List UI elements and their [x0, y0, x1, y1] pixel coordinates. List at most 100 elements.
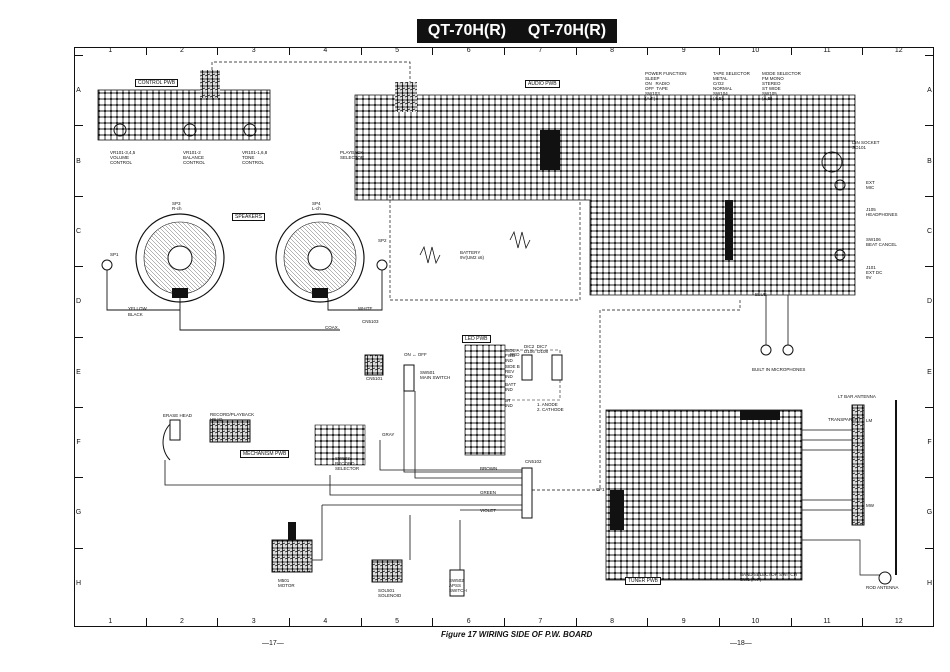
sp2-label: SP2: [378, 238, 387, 243]
row-left-a: A: [74, 55, 83, 125]
mic-wiring: [765, 295, 789, 345]
audio-pwb-board: [354, 82, 856, 296]
row-left-h: H: [74, 547, 83, 618]
on-off-label: ON ↔ OFF: [404, 352, 427, 357]
sw106-label: SW106 BEAT CANCEL: [866, 237, 897, 247]
speaker-sp3: [135, 213, 225, 303]
lt-bar-antenna-label: LT BAR ANTENNA: [838, 394, 876, 399]
wire-gray-label: GRAY: [382, 432, 395, 437]
lm-label: LM: [866, 418, 873, 423]
audio-pwb-label: AUDIO PWB: [525, 80, 560, 88]
model-title-right: QT-70H(R): [527, 22, 607, 39]
wire-transparent-label: TRANSPARENT: [828, 417, 862, 422]
mode-selector-label: MODE SELECTOR FM MONO STEREO ST WIDE SW1…: [762, 71, 801, 101]
anode-cathode-label: 1. ANODE 2. CATHODE: [537, 402, 564, 412]
apss-switch-sw502: [449, 569, 465, 597]
erase-head-label: ERASE HEAD: [163, 413, 193, 418]
row-left-c: C: [74, 195, 83, 266]
cn5103-label: CN5103: [362, 319, 379, 324]
row-right-a: A: [925, 55, 934, 125]
rod-antenna-label: ROD ANTENNA: [866, 585, 899, 590]
col-top-10: 10: [719, 47, 791, 55]
col-top-11: 11: [790, 47, 863, 55]
battery-compartment-outline: [389, 195, 581, 301]
cn5102-label: CN5102: [525, 459, 542, 464]
wire-violet-label: VIOLET: [480, 508, 497, 513]
wire-red-label: RED: [510, 352, 520, 357]
row-left-d: D: [74, 266, 83, 336]
battery-spring-right: [509, 230, 531, 250]
col-bottom-10: 10: [719, 618, 791, 626]
vr102-label: VR101-2 BALANCE CONTROL: [183, 150, 206, 165]
cn5101-label: CN5101: [366, 376, 383, 381]
led-pwb-label: LED PWB: [462, 335, 491, 343]
col-top-2: 2: [145, 47, 218, 55]
sp4-label: SP4 L-ch: [312, 201, 321, 211]
sw501-label: SW501 MAIN SWITCH: [420, 370, 451, 380]
built-in-mic-label: BUILT IN MICROPHONES: [752, 367, 806, 372]
playback-selector-label: PLAYBACK SELECTOR: [340, 150, 365, 160]
col-top-4: 4: [289, 47, 361, 55]
solenoid-sol501: [371, 559, 403, 583]
col-top-9: 9: [647, 47, 719, 55]
wire-brown-label: BROWN: [480, 466, 498, 471]
battery-spring-left: [419, 245, 441, 265]
row-right-d: D: [925, 266, 934, 336]
row-right-b: B: [925, 125, 934, 195]
col-bottom-7: 7: [504, 618, 576, 626]
battery-label: BATTERY 9V(UM2 x6): [460, 250, 485, 260]
row-left-g: G: [74, 477, 83, 547]
row-right-h: H: [925, 547, 934, 618]
led-pwb-board: [464, 344, 563, 456]
col-top-7: 7: [504, 47, 576, 55]
din-socket-label: DIN SOCKET SO101: [852, 140, 880, 150]
page-number-right: —18—: [730, 640, 752, 647]
col-bottom-3: 3: [217, 618, 289, 626]
sol501-label: SOL501 SOLENOID: [378, 588, 402, 598]
rec-head-label: RECORD/PLAYBACK HEAD: [210, 412, 255, 422]
wire-yellow-label: YELLOW: [128, 306, 147, 311]
j101-label: J101 EXT DC 9V: [866, 265, 883, 280]
mic-right: [782, 344, 794, 356]
col-bottom-4: 4: [289, 618, 361, 626]
row-right-g: G: [925, 477, 934, 547]
rod-antenna: [802, 400, 897, 585]
vr103-label: VR101-1,6,8 TONE CONTROL: [242, 150, 268, 165]
wire-white-label: WHITE: [358, 306, 373, 311]
col-bottom-11: 11: [790, 618, 863, 626]
col-top-6: 6: [432, 47, 504, 55]
diode-key-label: DIC2 DIC7 D106 D108: [524, 344, 549, 354]
col-bottom-12: 12: [862, 618, 934, 626]
col-top-3: 3: [217, 47, 289, 55]
speakers-label: SPEAKERS: [232, 213, 265, 221]
col-top-12: 12: [862, 47, 934, 55]
d101-label: SIDE A FWD IND: [505, 348, 520, 363]
col-top-5: 5: [360, 47, 433, 55]
main-harness: [164, 391, 522, 570]
wire-green-label: GREEN: [480, 490, 497, 495]
lt-bar-antenna: [802, 404, 865, 526]
figure-caption: Figure 17 WIRING SIDE OF P.W. BOARD: [441, 630, 593, 639]
col-bottom-6: 6: [432, 618, 504, 626]
control-audio-cable: [211, 61, 411, 82]
harness-to-audio: [532, 300, 741, 491]
band-selector-label: BAND SELECTOR SWITCH SW1 (A-F): [740, 572, 797, 582]
row-left-e: E: [74, 336, 83, 407]
col-bottom-8: 8: [575, 618, 648, 626]
model-title-left: QT-70H(R): [427, 22, 507, 39]
ext-mic-label: EXT MIC: [866, 180, 875, 190]
tape-selector-label: TAPE SELECTOR METAL CrO2 NORMAL SW104 (A…: [713, 71, 750, 101]
mechanism-pwb-label: MECHANISM PWB: [240, 450, 290, 458]
cf1-label: CF1: [596, 487, 605, 492]
row-right-e: E: [925, 336, 934, 407]
speaker-sp2: [376, 259, 388, 271]
mechanism-pwb: [162, 354, 415, 466]
d104-label: ST IND: [505, 398, 513, 408]
speaker-wiring: [106, 270, 383, 331]
col-bottom-5: 5: [360, 618, 433, 626]
d102-label: SIDE B REV IND: [505, 364, 520, 379]
wire-blue-label: BLUE: [755, 292, 767, 297]
